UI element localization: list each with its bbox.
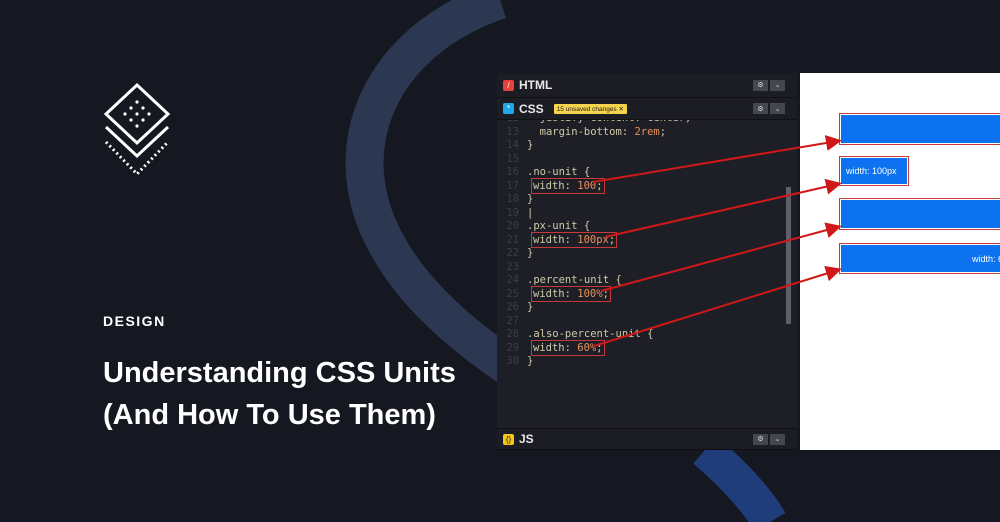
code-line[interactable]: }	[527, 355, 533, 367]
js-panel-header[interactable]: {} JS ⚙⌄	[497, 428, 797, 450]
arrow-percent-unit	[600, 222, 842, 292]
code-semicolon: ;	[596, 179, 603, 192]
line-number: 24	[506, 274, 519, 286]
code-text: margin-bottom:	[527, 125, 635, 138]
css-panel-header[interactable]: * CSS 15 unsaved changes ✕ ⚙⌄	[497, 98, 797, 120]
line-number: 23	[506, 260, 519, 273]
logo-icon	[103, 82, 171, 177]
code-text: .percent-unit {	[527, 274, 622, 286]
code-line[interactable]: margin-bottom: 2rem;	[527, 126, 666, 138]
code-line[interactable]: .no-unit {	[527, 166, 590, 178]
arrow-no-unit	[592, 135, 842, 183]
code-value: 100px	[577, 233, 609, 246]
css-icon: *	[503, 103, 514, 114]
code-text: width:	[533, 233, 578, 246]
line-number: 25	[506, 287, 519, 300]
code-line[interactable]: .percent-unit {	[527, 274, 622, 286]
code-semicolon: ;	[596, 341, 603, 354]
line-number: 13	[506, 125, 519, 138]
line-number: 21	[506, 233, 519, 246]
code-line[interactable]: justify-content: center;	[527, 120, 692, 124]
title-line-2: (And How To Use Them)	[103, 399, 436, 431]
code-line[interactable]: .px-unit {	[527, 220, 590, 232]
code-text: width:	[533, 287, 578, 300]
code-value: 100%	[577, 287, 603, 300]
js-panel-label: JS	[519, 432, 534, 446]
code-text: }	[527, 355, 534, 367]
article-category[interactable]: DESIGN	[103, 313, 166, 329]
code-text: width:	[533, 179, 578, 192]
code-line[interactable]: }	[527, 301, 533, 313]
code-text: }	[527, 247, 534, 259]
code-line[interactable]: }	[527, 193, 533, 205]
code-text: }	[527, 139, 534, 151]
line-number: 29	[506, 341, 519, 354]
code-text: .also-percent-unit {	[527, 328, 654, 340]
code-value: 2rem	[634, 125, 660, 138]
code-editor: / HTML ⚙⌄ * CSS 15 unsaved changes ✕ ⚙⌄ …	[497, 73, 797, 450]
line-number: 17	[506, 179, 519, 192]
line-number: 12	[497, 120, 519, 124]
line-number: 20	[506, 220, 519, 232]
title-line-1: Understanding CSS Units	[103, 357, 456, 389]
code-text: .no-unit {	[527, 166, 591, 178]
html-panel-header[interactable]: / HTML ⚙⌄	[497, 73, 797, 98]
code-value: 60%	[577, 341, 597, 354]
code-text: |	[527, 206, 534, 219]
arrow-px-unit	[604, 178, 842, 238]
line-number: 14	[506, 139, 519, 151]
unsaved-changes-badge[interactable]: 15 unsaved changes ✕	[553, 103, 627, 114]
percent-unit-box	[839, 198, 1000, 230]
chevron-down-icon[interactable]: ⌄	[770, 79, 785, 91]
no-unit-box	[839, 113, 1000, 145]
code-text: width:	[533, 341, 578, 354]
settings-icon[interactable]: ⚙	[753, 103, 768, 114]
code-line[interactable]: width: 100;	[531, 177, 605, 194]
code-line[interactable]: .also-percent-unit {	[527, 328, 653, 340]
code-line[interactable]: }	[527, 139, 533, 151]
line-number: 16	[506, 166, 519, 178]
chevron-down-icon[interactable]: ⌄	[770, 433, 785, 445]
line-number: 18	[506, 193, 519, 205]
code-value: 100	[577, 179, 597, 192]
html-icon: /	[503, 79, 514, 91]
code-text: justify-content: center;	[527, 120, 692, 124]
settings-icon[interactable]: ⚙	[753, 79, 768, 91]
line-number: 19	[506, 206, 519, 219]
code-line[interactable]: width: 60%;	[531, 339, 605, 356]
css-code-area[interactable]: 12 justify-content: center; 13 margin-bot…	[497, 120, 797, 428]
arrow-also-percent-unit	[593, 265, 842, 347]
code-text: .px-unit {	[527, 220, 591, 232]
code-text: }	[527, 193, 534, 205]
also-percent-unit-box: width: 6	[839, 243, 1000, 274]
code-line[interactable]: width: 100px;	[530, 231, 618, 248]
line-number: 15	[506, 152, 519, 165]
code-semicolon: ;	[602, 287, 609, 300]
line-number: 28	[506, 328, 519, 340]
code-line[interactable]: width: 100%;	[531, 285, 611, 302]
line-number: 26	[506, 301, 519, 313]
css-panel-label: CSS	[519, 101, 544, 116]
px-unit-box: width: 100px	[839, 156, 909, 186]
code-semicolon: ;	[659, 125, 667, 138]
code-line[interactable]: }	[527, 247, 533, 259]
article-title[interactable]: Understanding CSS Units (And How To Use …	[103, 352, 483, 436]
line-number: 30	[506, 355, 519, 367]
html-panel-label: HTML	[519, 78, 553, 92]
line-number: 22	[506, 247, 519, 259]
settings-icon[interactable]: ⚙	[753, 433, 768, 445]
code-line[interactable]: |	[527, 207, 533, 219]
code-semicolon: ;	[608, 233, 616, 246]
js-icon: {}	[503, 433, 514, 445]
chevron-down-icon[interactable]: ⌄	[770, 103, 785, 114]
scrollbar[interactable]	[786, 187, 791, 324]
arc-bottom	[693, 436, 786, 522]
line-number: 27	[506, 314, 519, 327]
code-text: }	[527, 301, 534, 313]
